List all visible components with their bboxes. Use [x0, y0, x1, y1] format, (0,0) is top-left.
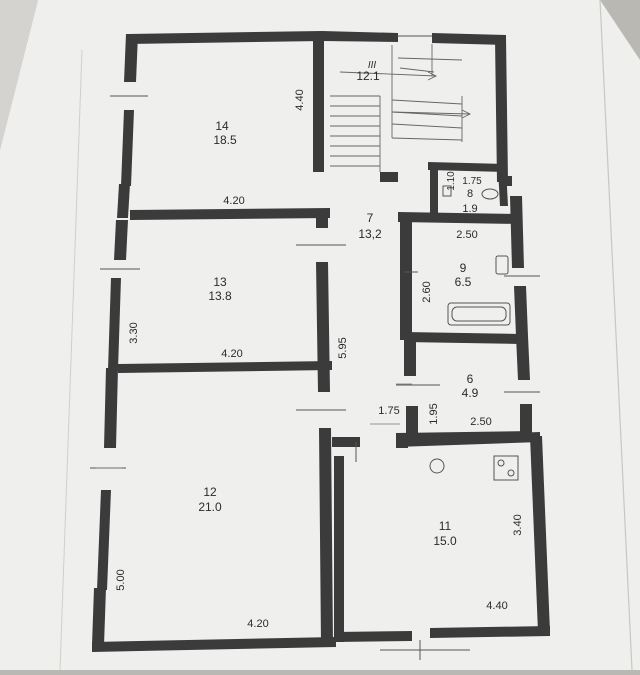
washbasin-fixture — [442, 185, 452, 197]
dimension-label: 2.50 — [470, 416, 491, 428]
wall-room11-bottom-b — [430, 626, 550, 638]
wall-stair-right — [495, 38, 508, 182]
wall-corridor-left-2 — [316, 211, 328, 228]
room-area: 1.9 — [462, 203, 477, 215]
bathtub-inner — [451, 306, 507, 322]
dimension-label: 1.10 — [446, 171, 457, 191]
dimension-label: 4.20 — [223, 195, 244, 207]
room-number: III — [368, 60, 377, 71]
wall-room6-left-a — [404, 340, 416, 376]
room-area: 21.0 — [198, 500, 222, 514]
wall-room9-right-a — [510, 196, 524, 268]
wall-room11-bottom-a — [334, 631, 412, 642]
wall-stair-bottom — [380, 172, 398, 182]
wall-bottom-left — [92, 637, 336, 652]
walls — [92, 31, 550, 652]
dimension-labels: 4.40 4.20 4.20 3.30 5.95 4.20 5.00 1.75 … — [115, 89, 524, 630]
fixtures — [404, 185, 519, 481]
wall-room8-left — [430, 166, 438, 214]
wall-14-13 — [130, 208, 330, 220]
dimension-label: 2.50 — [456, 229, 477, 241]
paper-edge-line-left — [59, 49, 83, 671]
wall-left-3 — [117, 184, 130, 218]
room-labels: 14 18.5 13 13.8 12 21.0 7 13,2 III 12.1 … — [198, 60, 478, 548]
room-area: 12.1 — [356, 69, 380, 83]
wall-left-4 — [114, 220, 128, 260]
wall-left-5 — [108, 278, 121, 370]
dimension-label: 4.20 — [221, 348, 242, 360]
dimension-label: 3.30 — [128, 322, 140, 343]
paper-shadow-left — [0, 0, 38, 150]
wall-corridor-left-1 — [313, 36, 324, 172]
dimension-label: 1.95 — [428, 403, 440, 424]
wall-room11-right — [530, 436, 550, 632]
staircase — [330, 44, 472, 172]
window-marks — [90, 35, 540, 660]
paper-edge-line — [599, 0, 633, 671]
wall-corridor-left-3 — [316, 262, 330, 392]
toilet-fixture — [481, 188, 499, 200]
bathtub-fixture — [447, 302, 511, 326]
dimension-label: 5.95 — [337, 337, 349, 358]
stove-fixture — [493, 455, 519, 481]
wall-room11-left — [334, 456, 344, 642]
room-number: 7 — [367, 211, 374, 225]
dimension-label: 4.20 — [247, 618, 268, 630]
room-area: 18.5 — [213, 133, 237, 147]
sink-fixture-kitchen — [429, 458, 445, 474]
room-number: 12 — [203, 485, 217, 499]
dimension-lines — [96, 383, 412, 469]
wall-room11-top — [396, 432, 540, 447]
wall-corridor-stub-1 — [396, 434, 408, 448]
stove-burner — [507, 469, 515, 477]
wall-room6-right-a — [516, 336, 530, 380]
wall-room8-top — [428, 162, 506, 172]
dimension-label: 5.00 — [115, 569, 127, 590]
wall-room6-left-b — [406, 406, 418, 438]
wall-room9-left — [400, 216, 412, 340]
wall-left-6 — [104, 368, 118, 448]
wall-room11-top-left — [332, 437, 360, 447]
wall-room9-top — [398, 212, 520, 224]
dimension-label: 4.40 — [294, 89, 306, 110]
room-area: 6.5 — [455, 275, 472, 289]
dimension-label: 1.75 — [378, 405, 399, 417]
dimension-label: 1.75 — [462, 176, 482, 187]
room-number: 14 — [215, 119, 229, 133]
room-area: 13,2 — [358, 227, 382, 241]
wall-left-7 — [97, 490, 111, 590]
room-number: 13 — [213, 275, 227, 289]
wall-room8-right — [498, 168, 508, 206]
room-area: 4.9 — [462, 386, 479, 400]
dimension-label: 4.40 — [486, 600, 507, 612]
sink-fixture — [495, 255, 509, 275]
wall-top-right — [432, 33, 506, 45]
wall-top-left — [128, 31, 322, 44]
wall-13-12 — [118, 361, 332, 373]
dimension-label: 3.40 — [512, 514, 524, 535]
wall-left-8 — [92, 588, 106, 645]
stove-burner — [497, 459, 505, 467]
room-number: 6 — [467, 372, 474, 386]
room-number: 8 — [467, 188, 473, 200]
wall-left-2 — [121, 110, 134, 186]
room-area: 15.0 — [433, 534, 457, 548]
room-number: 11 — [439, 519, 452, 533]
wall-left-1 — [124, 34, 138, 82]
wall-top-stair — [322, 31, 398, 42]
wall-corridor-left-4 — [319, 428, 333, 645]
wall-room9-right-b — [514, 286, 528, 336]
dimension-label: 2.60 — [421, 281, 433, 302]
wall-room9-bottom — [404, 332, 520, 344]
wall-room6-right-b — [520, 404, 532, 436]
room-number: 9 — [460, 261, 467, 275]
room-area: 13.8 — [208, 289, 232, 303]
